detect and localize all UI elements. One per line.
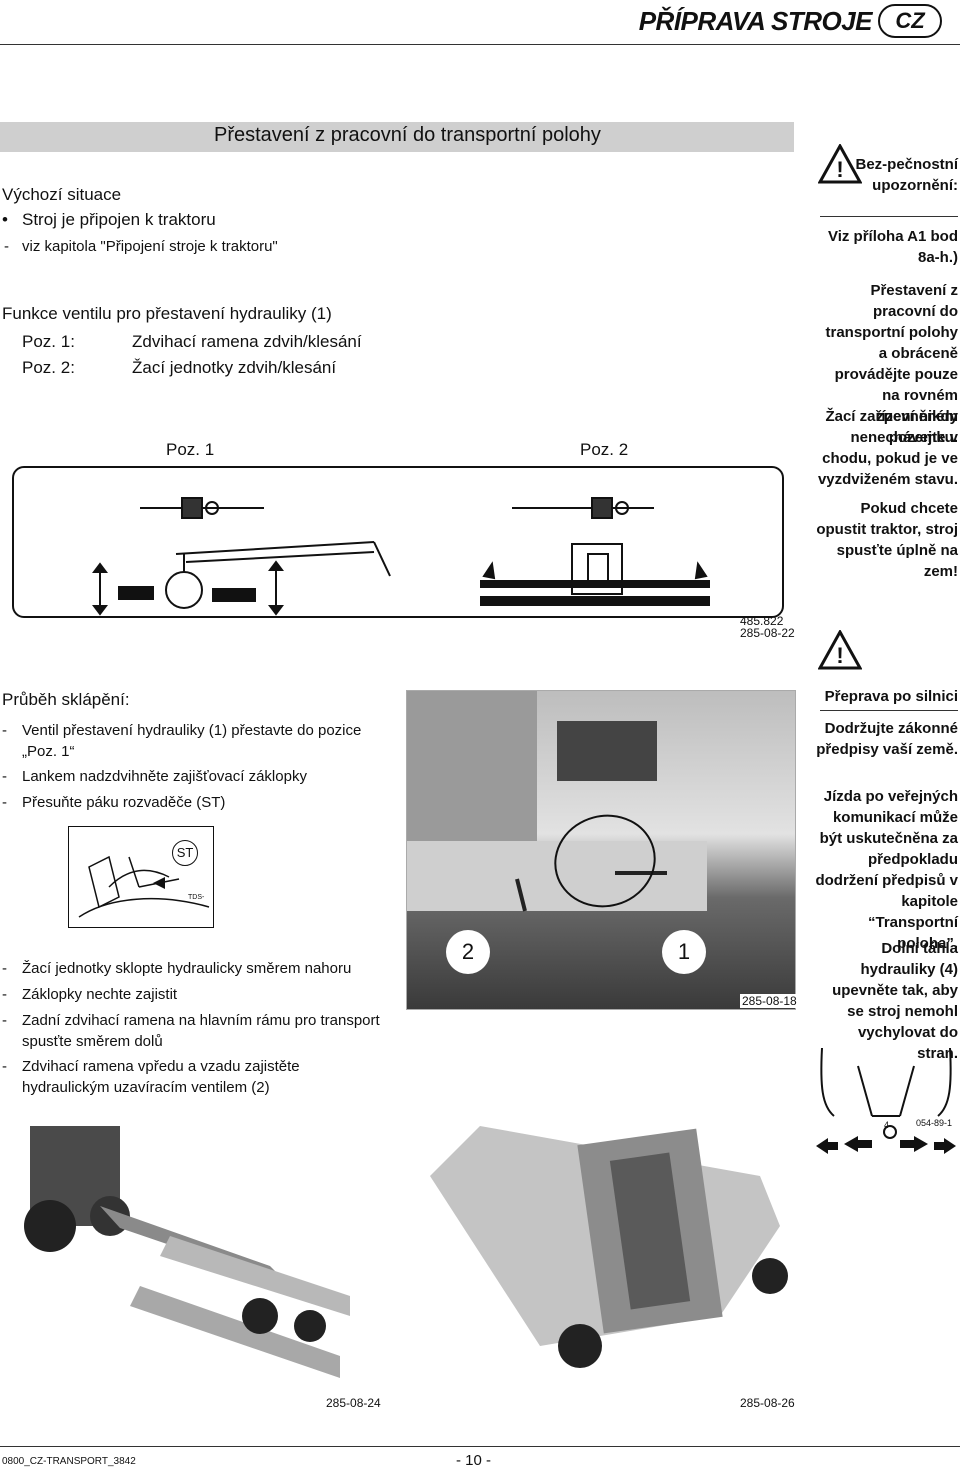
footer-rule	[0, 1446, 960, 1447]
valve-pos1: Poz. 1:	[22, 332, 75, 351]
diagram-code1: 485.822	[740, 614, 784, 628]
photo-right-code: 285-08-26	[740, 1396, 795, 1410]
road-p2: Jízda po veřejných komunikací může být u…	[815, 788, 958, 952]
photo-marker-2: 2	[446, 930, 490, 974]
lower-links-number: 4	[884, 1120, 890, 1130]
initial-dash: -	[4, 238, 9, 255]
safety-rule	[820, 216, 958, 217]
initial-bullet: Stroj je připojen k traktoru	[22, 210, 216, 229]
photo-transport-left	[10, 1116, 390, 1394]
valve-desc2: Žací jednotky zdvih/klesání	[132, 358, 337, 377]
photo-left-code: 285-08-24	[326, 1396, 381, 1410]
st-lever-sketch	[68, 826, 214, 928]
valve-heading: Funkce ventilu pro přestavení hydrauliky…	[2, 304, 332, 323]
section-banner	[0, 122, 794, 152]
folding-heading: Průběh sklápění:	[2, 690, 130, 709]
folding-step-2: -Lankem nadzdvihněte zajišťovací záklopk…	[2, 768, 307, 785]
lower-links-figure	[814, 1046, 958, 1166]
road-heading: Přeprava po silnici	[824, 688, 958, 705]
warning-triangle-icon: !	[818, 144, 862, 184]
initial-sub: viz kapitola "Připojení stroje k traktor…	[22, 238, 278, 255]
folding-step-5: -Záklopky nechte zajistit	[2, 986, 178, 1003]
folding-step-3: -Přesuňte páku rozvaděče (ST)	[2, 794, 226, 811]
initial-bullet-icon: •	[2, 210, 8, 229]
st-code: TDS-	[188, 894, 205, 901]
valve-photo	[406, 690, 796, 1010]
diagram-code2: 285-08-22	[740, 626, 795, 640]
road-rule	[820, 710, 958, 711]
page-number: - 10 -	[456, 1452, 492, 1469]
section-title: Přestavení z pracovní do transportní pol…	[214, 124, 601, 146]
folding-step-6: -Zadní zdvihací ramena na hlavním rámu p…	[2, 1012, 380, 1050]
road-p1: Dodržujte zákonné předpisy vaší země.	[816, 720, 958, 758]
st-label: ST	[172, 840, 198, 866]
safety-heading: Bez-pečnostní upozornění:	[855, 156, 958, 194]
road-p3: Dolní táhla hydrauliky (4) upevněte tak,…	[832, 940, 958, 1062]
initial-heading: Výchozí situace	[2, 185, 122, 204]
footer-doc-id: 0800_CZ-TRANSPORT_3842	[2, 1456, 136, 1467]
folding-step-1: -Ventil přestavení hydrauliky (1) přesta…	[2, 722, 362, 760]
valve-diagram	[12, 466, 784, 618]
valve-pos2: Poz. 2:	[22, 358, 75, 377]
safety-p3: Pokud chcete opustit traktor, stroj spus…	[816, 500, 958, 580]
diagram-label-pos1: Poz. 1	[166, 440, 215, 459]
language-badge: CZ	[878, 4, 942, 38]
folding-step-4: -Žací jednotky sklopte hydraulicky směre…	[2, 960, 352, 977]
safety-ref: Viz příloha A1 bod 8a-h.)	[827, 228, 958, 266]
folding-step-7: -Zdvihací ramena vpředu a vzadu zajistět…	[2, 1058, 300, 1096]
header-rule	[0, 44, 960, 45]
safety-p1: Přestavení z pracovní do transportní pol…	[825, 282, 959, 446]
svg-text:!: !	[836, 157, 843, 182]
warning-triangle-icon-road: !	[818, 630, 862, 670]
diagram-label-pos2: Poz. 2	[580, 440, 629, 459]
valve-photo-code: 285-08-18	[740, 994, 799, 1008]
safety-p2: Žací zařízení nikdy nenechávejte v chodu…	[817, 408, 958, 488]
photo-marker-1: 1	[662, 930, 706, 974]
page-title: PŘÍPRAVA STROJE	[638, 6, 873, 36]
photo-transport-right	[420, 1116, 800, 1394]
lower-links-code: 054-89-1	[916, 1118, 953, 1128]
valve-desc1: Zdvihací ramena zdvih/klesání	[132, 332, 362, 351]
mower-schematic	[92, 497, 710, 616]
svg-text:!: !	[836, 643, 843, 668]
